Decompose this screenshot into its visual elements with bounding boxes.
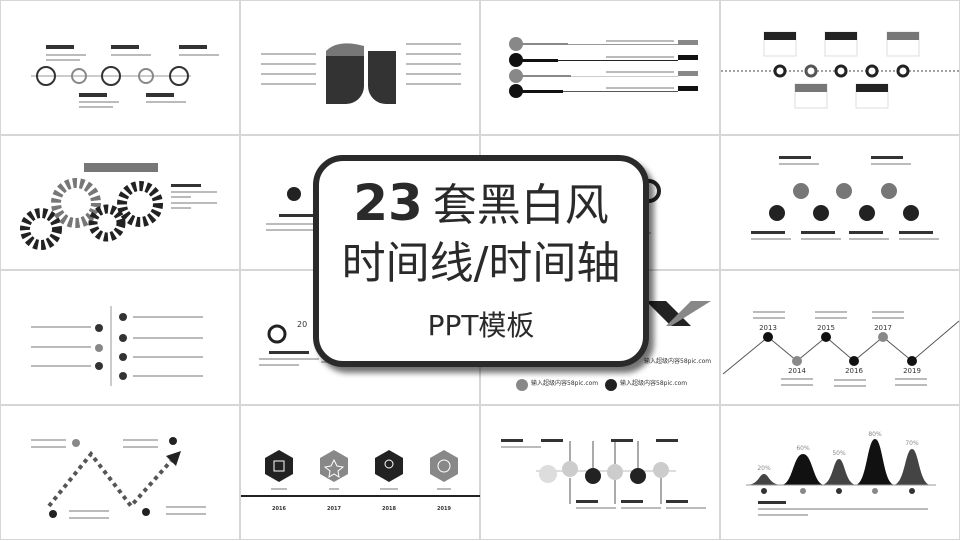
percent-label: 70% xyxy=(905,440,919,447)
year-label: 2014 xyxy=(788,367,806,375)
thumbnail-vertical-checklist[interactable] xyxy=(0,270,240,405)
thumbnail-circle-timeline[interactable] xyxy=(0,0,240,135)
title-line-2: 时间线/时间轴 xyxy=(341,238,621,289)
year-label: 2013 xyxy=(759,324,777,332)
thumbnail-icon-grid[interactable] xyxy=(720,135,960,270)
swoosh-caption-1: 输入超级内容58pic.com xyxy=(531,379,598,387)
percent-label: 60% xyxy=(796,445,810,452)
thumbnail-box-timeline[interactable] xyxy=(720,0,960,135)
hexagon-year: 2018 xyxy=(382,506,396,512)
thumbnail-gears[interactable] xyxy=(0,135,240,270)
thumbnail-progress-bars[interactable] xyxy=(480,0,720,135)
title-number: 23 xyxy=(353,174,423,232)
swoosh-caption-2: 输入超级内容58pic.com xyxy=(620,379,687,387)
hexagon-year: 2017 xyxy=(327,506,341,512)
title-text: 套黑白风 xyxy=(432,180,609,231)
year-label: 2015 xyxy=(817,324,835,332)
thumbnail-icon-stem-timeline[interactable] xyxy=(480,405,720,540)
thumbnail-dotted-arrow[interactable] xyxy=(0,405,240,540)
percent-label: 20% xyxy=(757,465,771,472)
thumbnail-zigzag-years[interactable]: 2013 2015 2017 2014 2016 2019 xyxy=(720,270,960,405)
year-label: 2019 xyxy=(903,367,921,375)
location-pin-icon xyxy=(375,450,403,482)
swoosh-caption-3: 输入超级内容58pic.com xyxy=(644,357,711,365)
hexagon-year: 2016 xyxy=(272,506,286,512)
globe-icon xyxy=(430,450,458,482)
percent-label: 50% xyxy=(832,450,846,457)
partial-year-label: 20 xyxy=(297,320,307,329)
thumbnail-bell-curves[interactable]: 20% 60% 50% 80% 70% xyxy=(720,405,960,540)
thumbnail-hexagon-timeline[interactable]: 2016 2017 2018 2019 xyxy=(240,405,481,540)
star-icon xyxy=(320,450,348,482)
subtitle: PPT模板 xyxy=(427,309,535,342)
year-label: 2016 xyxy=(845,367,863,375)
percent-label: 80% xyxy=(868,431,882,438)
hexagon-year: 2019 xyxy=(437,506,451,512)
grid-icon xyxy=(265,450,293,482)
year-label: 2017 xyxy=(874,324,892,332)
thumbnail-leaf-shapes[interactable] xyxy=(240,0,480,135)
